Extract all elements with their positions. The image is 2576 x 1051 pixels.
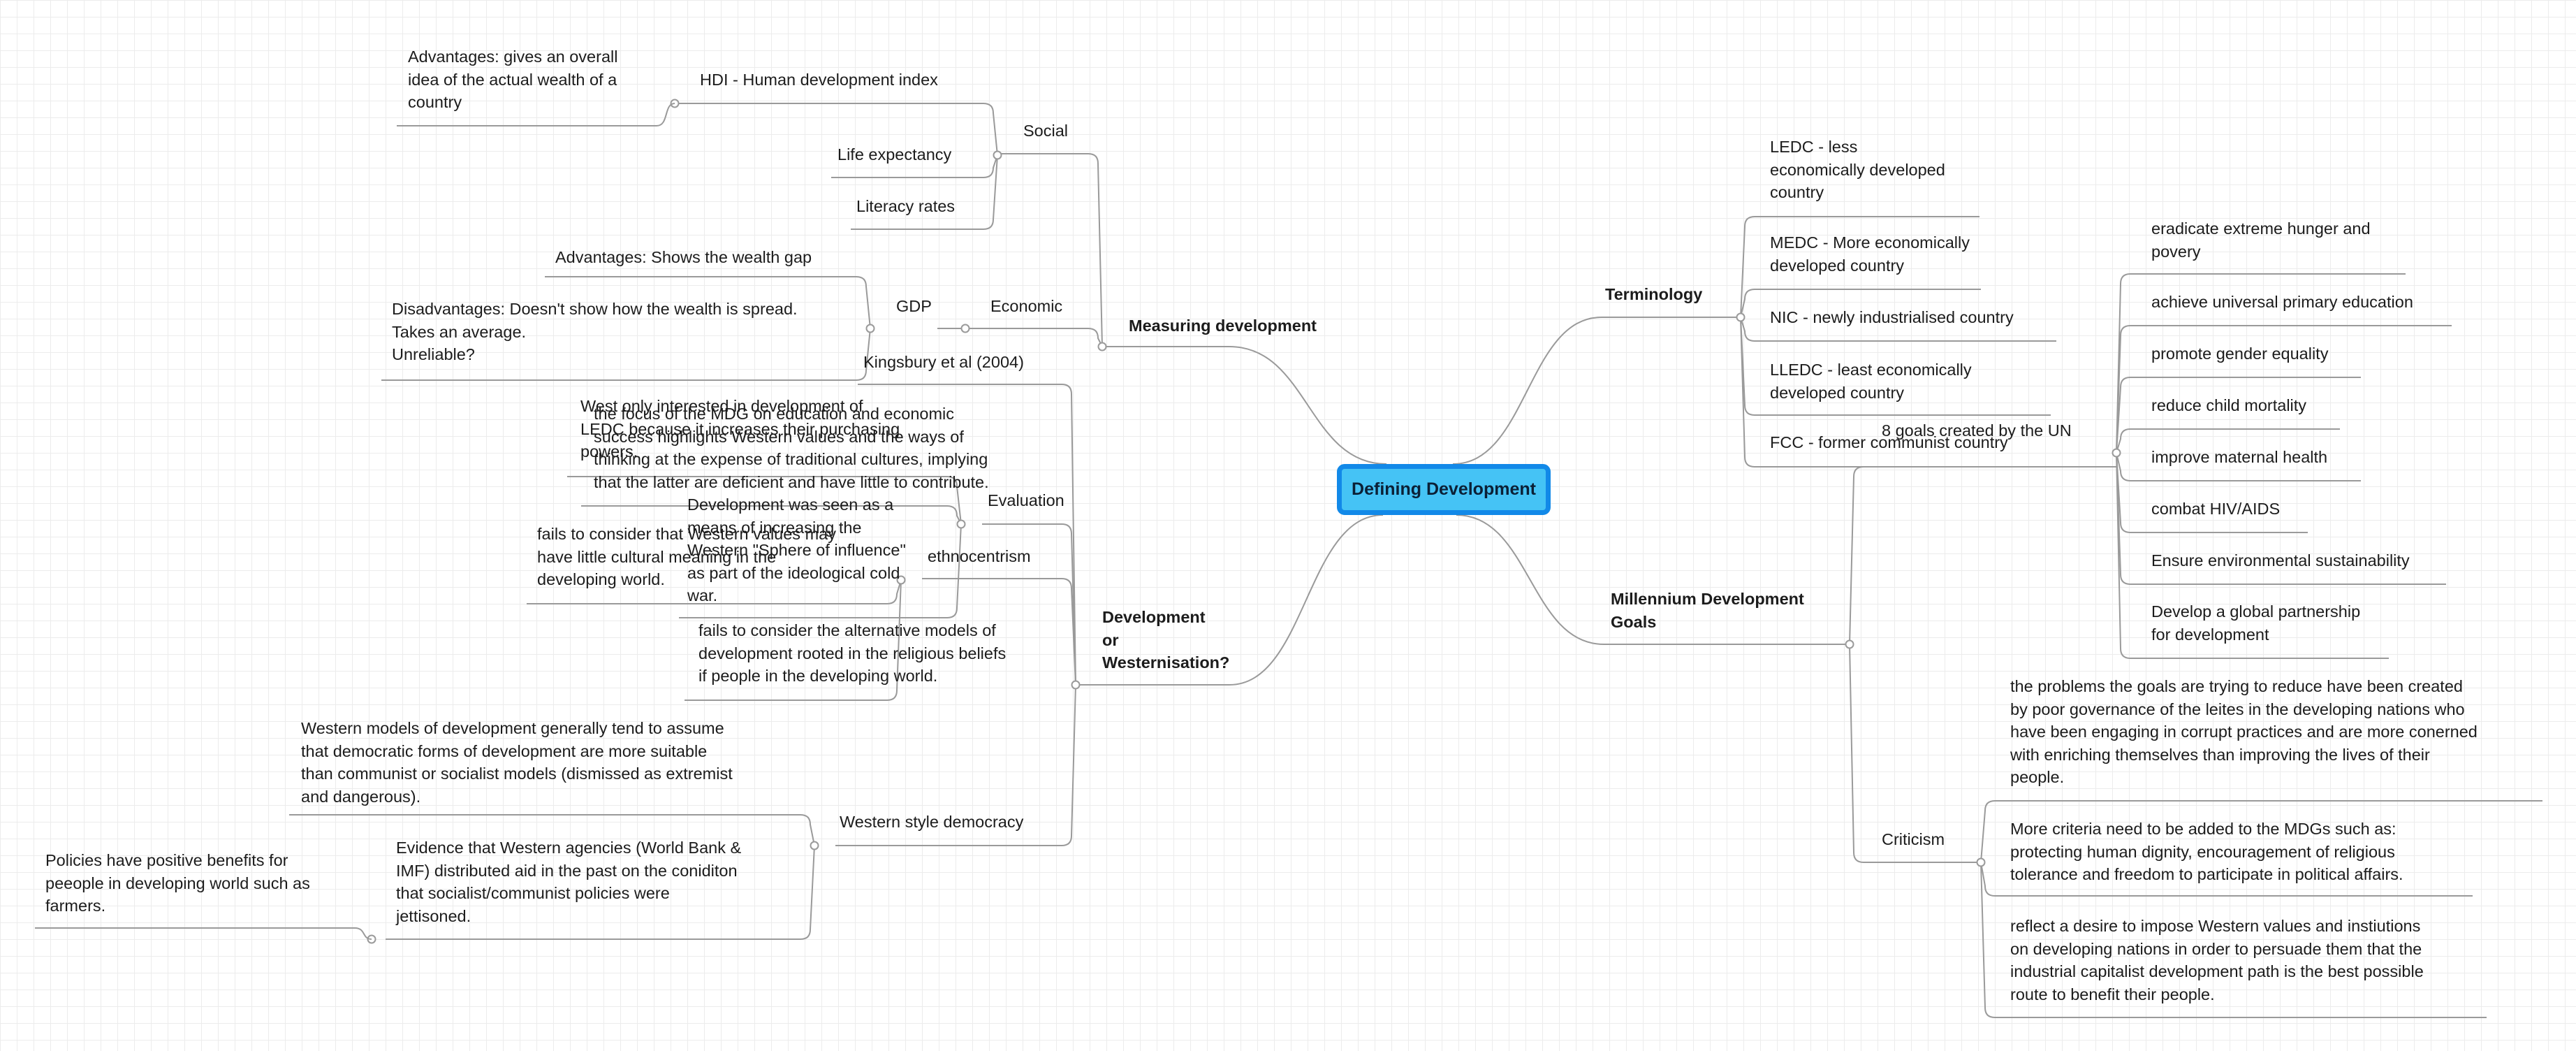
goal-6[interactable]: combat HIV/AIDS xyxy=(2151,500,2281,518)
goal-5[interactable]: improve maternal health xyxy=(2151,448,2328,466)
ethno-a[interactable]: fails to consider that Western values ma… xyxy=(537,525,836,588)
topic-terminology[interactable]: Terminology xyxy=(1605,285,1703,303)
criticism-3[interactable]: reflect a desire to impose Western value… xyxy=(2010,917,2424,1003)
gdp-disadvantages[interactable]: Disadvantages: Doesn't show how the weal… xyxy=(392,300,798,363)
measuring-social[interactable]: Social xyxy=(1023,122,1069,140)
criticism-2[interactable]: More criteria need to be added to the MD… xyxy=(2010,820,2403,883)
ethno-b[interactable]: fails to consider the alternative models… xyxy=(698,621,1007,685)
social-life-expectancy[interactable]: Life expectancy xyxy=(837,145,952,164)
mdg-criticism-label[interactable]: Criticism xyxy=(1882,830,1945,848)
eval-mdg-focus[interactable]: the focus of the MDG on education and ec… xyxy=(594,405,989,491)
gdp-advantages[interactable]: Advantages: Shows the wealth gap xyxy=(555,248,812,266)
social-hdi[interactable]: HDI - Human development index xyxy=(700,71,938,89)
social-literacy[interactable]: Literacy rates xyxy=(856,197,956,215)
goal-3[interactable]: promote gender equality xyxy=(2151,345,2329,363)
goal-7[interactable]: Ensure environmental sustainability xyxy=(2151,551,2410,570)
topic-mdg[interactable]: Millennium Development Goals xyxy=(1611,590,1804,631)
democracy-b[interactable]: Evidence that Western agencies (World Ba… xyxy=(396,839,742,925)
term-nic[interactable]: NIC - newly industrialised country xyxy=(1770,308,2014,326)
economic-gdp[interactable]: GDP xyxy=(896,297,932,315)
democracy-b-sub[interactable]: Policies have positive benefits for peeo… xyxy=(45,851,310,915)
measuring-economic[interactable]: Economic xyxy=(990,297,1063,315)
goal-8[interactable]: Develop a global partnership for develop… xyxy=(2151,602,2361,644)
hdi-advantages[interactable]: Advantages: gives an overall idea of the… xyxy=(408,48,618,111)
west-ethnocentrism[interactable]: ethnocentrism xyxy=(928,547,1031,565)
mdg-goals-label[interactable]: 8 goals created by the UN xyxy=(1882,421,2072,440)
criticism-1[interactable]: the problems the goals are trying to red… xyxy=(2010,677,2478,786)
west-evaluation[interactable]: Evaluation xyxy=(988,491,1064,509)
west-kingsbury[interactable]: Kingsbury et al (2004) xyxy=(863,353,1024,371)
topic-measuring[interactable]: Measuring development xyxy=(1129,317,1317,335)
democracy-a[interactable]: Western models of development generally … xyxy=(301,719,733,806)
term-medc[interactable]: MEDC - More economically developed count… xyxy=(1770,233,1970,275)
root-topic[interactable]: Defining Development xyxy=(1337,464,1551,515)
term-ledc[interactable]: LEDC - less economically developed count… xyxy=(1770,138,1945,201)
term-fcc[interactable]: FCC - former communist country xyxy=(1770,433,2008,451)
goal-1[interactable]: eradicate extreme hunger and povery xyxy=(2151,219,2371,261)
west-democracy[interactable]: Western style democracy xyxy=(840,813,1024,831)
eval-sphere-of-influence[interactable]: Development was seen as a means of incre… xyxy=(687,495,906,604)
topic-westernisation[interactable]: Development or Westernisation? xyxy=(1102,608,1230,672)
goal-2[interactable]: achieve universal primary education xyxy=(2151,293,2413,311)
goal-4[interactable]: reduce child mortality xyxy=(2151,396,2307,414)
eval-west-only[interactable]: West only interested in development of L… xyxy=(580,397,900,461)
term-lledc[interactable]: LLEDC - least economically developed cou… xyxy=(1770,361,1972,402)
